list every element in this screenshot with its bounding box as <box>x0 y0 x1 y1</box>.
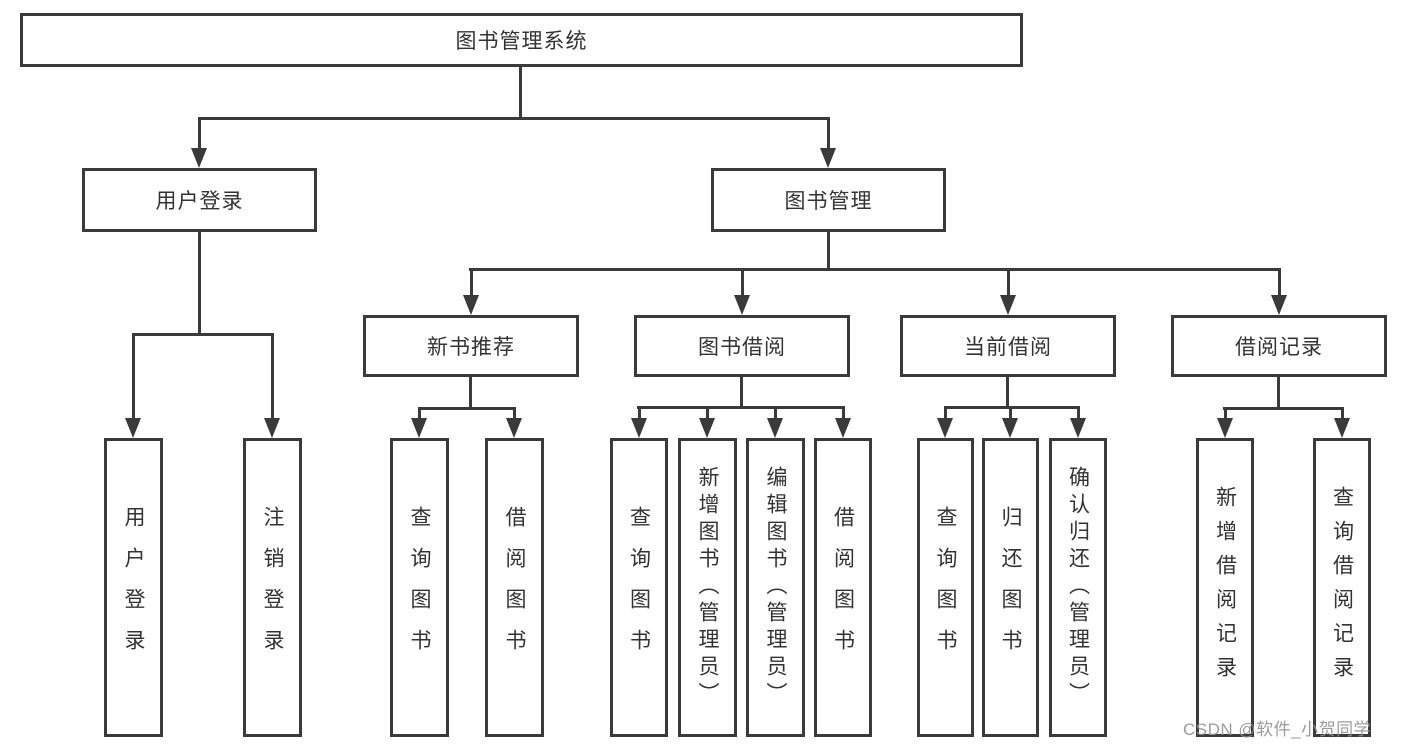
arrow-down-icon <box>699 409 715 438</box>
leaf-return-book: 归还图书 <box>982 438 1039 737</box>
leaf-query-book-1: 查询图书 <box>390 438 449 737</box>
leaf-query-book-2: 查询图书 <box>610 438 668 737</box>
connector-root-bar <box>198 117 830 120</box>
connector-new-book-bar <box>418 407 516 410</box>
leaf-borrow-book-1: 借阅图书 <box>485 438 544 737</box>
node-label: 用户登录 <box>122 505 145 670</box>
node-label: 归还图书 <box>999 505 1022 670</box>
arrow-down-icon <box>1000 271 1016 315</box>
leaf-user-login: 用户登录 <box>104 438 163 737</box>
connector-user-login-trunk <box>198 232 201 335</box>
node-label: 借阅图书 <box>503 505 526 670</box>
arrow-down-icon <box>631 409 647 438</box>
arrow-down-icon <box>1271 271 1287 315</box>
node-label: 用户登录 <box>155 190 244 213</box>
node-label: 借阅图书 <box>831 505 855 670</box>
connector-current-borrow-trunk <box>1006 377 1009 409</box>
connector-book-borrow-trunk <box>740 377 743 409</box>
connector-current-borrow-bar <box>944 406 1080 409</box>
node-label: 查询图书 <box>627 505 651 670</box>
leaf-add-borrow-record: 新增借阅记录 <box>1196 438 1254 737</box>
node-borrow-records: 借阅记录 <box>1171 315 1387 377</box>
node-label: 编辑图书（管理员） <box>764 466 787 709</box>
node-label: 新书推荐 <box>427 336 515 359</box>
connector-new-book-trunk <box>469 377 472 410</box>
arrow-down-icon <box>1002 409 1018 438</box>
node-label: 图书借阅 <box>698 336 786 359</box>
node-label: 查询借阅记录 <box>1330 485 1354 690</box>
node-new-book-recommend: 新书推荐 <box>363 315 579 377</box>
node-label: 查询图书 <box>934 505 957 670</box>
connector-root-trunk <box>519 67 522 118</box>
arrow-down-icon <box>191 120 207 168</box>
node-root-library-system: 图书管理系统 <box>20 13 1023 67</box>
arrow-down-icon <box>506 410 522 438</box>
connector-user-login-bar <box>132 333 274 336</box>
leaf-logout: 注销登录 <box>243 438 302 737</box>
leaf-query-borrow-record: 查询借阅记录 <box>1313 438 1371 737</box>
arrow-down-icon <box>1217 410 1233 438</box>
arrow-down-icon <box>125 336 141 438</box>
arrow-down-icon <box>264 336 280 438</box>
node-book-borrow: 图书借阅 <box>634 315 850 377</box>
node-label: 借阅记录 <box>1235 336 1323 359</box>
leaf-confirm-return-admin: 确认归还（管理员） <box>1049 438 1107 737</box>
arrow-down-icon <box>835 409 851 438</box>
node-label: 注销登录 <box>261 505 284 670</box>
connector-borrow-records-bar <box>1223 407 1344 410</box>
connector-borrow-records-trunk <box>1277 377 1280 410</box>
arrow-down-icon <box>937 409 953 438</box>
leaf-add-book-admin: 新增图书（管理员） <box>678 438 737 737</box>
connector-book-borrow-bar <box>637 406 845 409</box>
node-label: 新增借阅记录 <box>1213 485 1237 690</box>
node-label: 查询图书 <box>408 505 431 670</box>
node-user-login: 用户登录 <box>82 168 317 232</box>
node-label: 确认归还（管理员） <box>1066 466 1090 709</box>
node-label: 当前借阅 <box>964 336 1052 359</box>
arrow-down-icon <box>463 271 479 315</box>
node-book-management: 图书管理 <box>711 168 946 232</box>
leaf-edit-book-admin: 编辑图书（管理员） <box>746 438 805 737</box>
node-label: 图书管理 <box>784 190 873 213</box>
csdn-watermark: CSDN @软件_小贺同学 <box>1183 720 1372 739</box>
arrow-down-icon <box>1070 409 1086 438</box>
node-current-borrow: 当前借阅 <box>900 315 1116 377</box>
arrow-down-icon <box>411 410 427 438</box>
arrow-down-icon <box>1334 410 1350 438</box>
arrow-down-icon <box>767 409 783 438</box>
connector-book-mgmt-bar <box>469 268 1281 271</box>
arrow-down-icon <box>734 271 750 315</box>
leaf-borrow-book-2: 借阅图书 <box>814 438 872 737</box>
node-label: 图书管理系统 <box>455 30 588 53</box>
node-label: 新增图书（管理员） <box>696 466 719 709</box>
leaf-query-book-3: 查询图书 <box>917 438 974 737</box>
connector-book-mgmt-trunk <box>827 232 830 271</box>
arrow-down-icon <box>820 120 836 168</box>
